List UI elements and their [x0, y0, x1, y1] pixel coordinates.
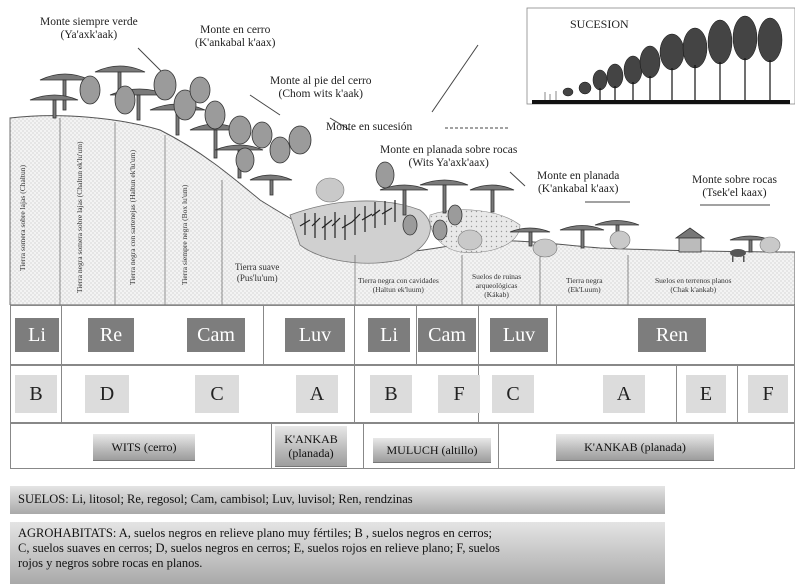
label-monte-planada: Monte en planada(K'ankabal k'aax): [537, 170, 620, 195]
soil-label-pusluum: Tierra suave(Pus'lu'um): [235, 262, 280, 283]
soil-chip-luv-2: Luv: [490, 318, 548, 352]
soil-label-haltun: Tierra negra con sartenejas (Haltun ek'l…: [128, 149, 137, 286]
zone-muluch: MULUCH (altillo): [373, 438, 491, 463]
house-icon: [674, 227, 706, 253]
soil-label-chak-kankab: Suelos en terrenos planos(Chak k'ankab): [655, 276, 732, 294]
soil-label-haltun-ekluum: Tierra negra con cavidades(Haltun ek'luu…: [358, 276, 439, 294]
soil-chip-cam: Cam: [187, 318, 245, 352]
label-monte-sobre-rocas: Monte sobre rocas(Tsek'el kaax): [692, 174, 777, 199]
agro-chip-f-2: F: [748, 375, 788, 413]
agro-chip-b-2: B: [370, 375, 412, 413]
landscape-illustration: [9, 7, 795, 305]
soil-chip-li: Li: [15, 318, 59, 352]
soil-chip-cam-2: Cam: [418, 318, 476, 352]
legend-suelos: SUELOS: Li, litosol; Re, regosol; Cam, c…: [10, 486, 665, 514]
agro-chip-f: F: [438, 375, 480, 413]
agro-chip-a-2: A: [603, 375, 645, 413]
agro-chip-a: A: [296, 375, 338, 413]
zone-kankab-planada: K'ANKAB (planada): [556, 434, 714, 461]
legend-agrohabitats: AGROHABITATS: A, suelos negros en reliev…: [10, 522, 665, 584]
soil-chip-li-2: Li: [368, 318, 410, 352]
agro-chip-e: E: [686, 375, 726, 413]
label-monte-en-cerro: Monte en cerro(K'ankabal k'aax): [195, 24, 276, 49]
soil-label-ekluum: Tierra negra(Ek'Luum): [566, 276, 603, 294]
agro-chip-b: B: [15, 375, 57, 413]
soil-chip-ren: Ren: [638, 318, 706, 352]
label-monte-pie-cerro: Monte al pie del cerro(Chom wits k'aak): [270, 75, 372, 100]
soil-label-box-luum: Tierra siempre negra (Box lu'um): [180, 184, 189, 286]
soil-label-chaltun: Tierra somera sobre lajas (Chaltun): [18, 165, 27, 271]
agro-chip-c-2: C: [492, 375, 534, 413]
soil-label-chaltun-eklu: Tierra negra somera sobre lajas (Chaltun…: [75, 141, 84, 294]
zone-wits: WITS (cerro): [93, 434, 195, 461]
sucesion-inset: [526, 7, 795, 105]
soil-chip-luv: Luv: [285, 318, 345, 352]
zone-kankab: K'ANKAB(planada): [275, 426, 347, 467]
label-monte-siempre-verde: Monte siempre verde(Ya'axk'aak): [40, 16, 138, 41]
agro-chip-c: C: [195, 375, 239, 413]
label-monte-planada-rocas: Monte en planada sobre rocas(Wits Ya'axk…: [380, 144, 518, 169]
soil-chip-re: Re: [88, 318, 134, 352]
agro-chip-d: D: [85, 375, 129, 413]
inset-title: SUCESION: [570, 17, 629, 31]
label-monte-sucesion: Monte en sucesión: [326, 121, 413, 133]
